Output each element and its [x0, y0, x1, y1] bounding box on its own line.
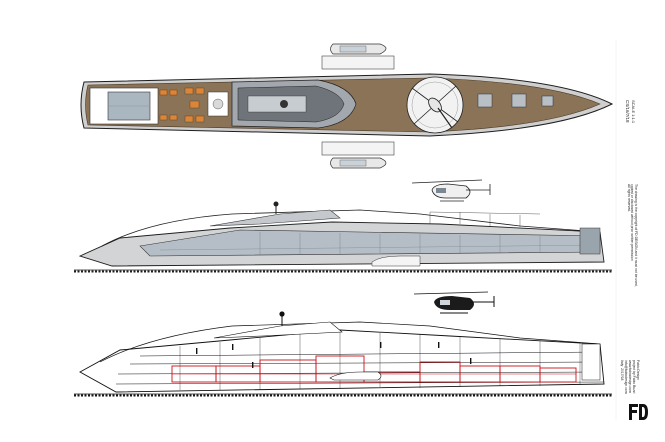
helicopter-side-icon: [411, 179, 491, 202]
hull-ga-outline: [79, 329, 605, 393]
tender-cradle: [321, 141, 395, 156]
profile-view-rendered: [74, 179, 612, 273]
baseline: [74, 393, 612, 397]
skylight: [477, 93, 493, 108]
copyright-note: The drawing is the copyright of FD DESIG…: [630, 184, 638, 287]
studio-info: Fabio Design project by Fabio Buzzi www.…: [620, 360, 640, 394]
tender-boat-icon: [330, 43, 387, 55]
profile-view-general-arrangement: [74, 291, 612, 397]
studio-logo: FD: [626, 400, 650, 424]
copyright-rights: All rights reserved.: [627, 184, 631, 213]
drawing-scale: SCALE 1:1:1: [631, 100, 636, 124]
fd-logo-icon: [627, 402, 649, 422]
plan-view: [80, 43, 614, 169]
cabin-layout-red: [171, 355, 577, 383]
skylight: [511, 93, 527, 108]
helicopter-top-icon: [411, 85, 459, 129]
people-figures: [196, 342, 472, 368]
tender-cradle: [321, 55, 395, 70]
drawing-code: CS/16/7/18: [625, 100, 630, 123]
sun-lounger-group: [159, 87, 205, 123]
helicopter-side-icon: [413, 291, 495, 314]
skylight: [541, 95, 554, 107]
tender-boat-icon: [330, 157, 387, 169]
waterline: [74, 269, 612, 273]
